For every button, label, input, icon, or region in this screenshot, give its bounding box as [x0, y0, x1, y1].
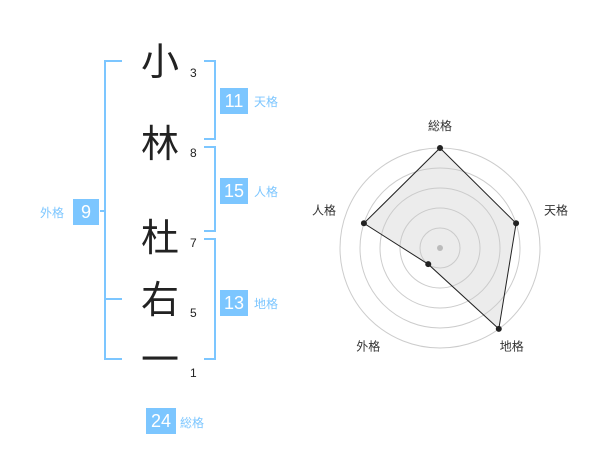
name-char-3: 杜 [140, 216, 179, 260]
tenkaku-bracket-top [204, 60, 216, 62]
name-char-1: 小 [140, 40, 179, 84]
jinkaku-label: 人格 [254, 185, 279, 199]
radar-label-1: 天格 [544, 202, 568, 217]
gaikaku-badge: 9 [73, 199, 99, 225]
radar-points [360, 145, 520, 332]
name-char-5: 一 [140, 338, 179, 382]
jinkaku-badge: 15 [220, 178, 248, 204]
stroke-count-2: 8 [190, 146, 197, 160]
radar-label-2: 地格 [500, 339, 524, 354]
gaikaku-bracket-vertical [104, 60, 106, 360]
soukaku-badge: 24 [146, 408, 176, 434]
radar-label-4: 人格 [312, 202, 336, 217]
chikaku-bracket-top [204, 238, 216, 240]
radar-point-0 [437, 145, 443, 151]
chikaku-bracket-vertical [214, 238, 216, 360]
soukaku-label: 総格 [180, 416, 205, 430]
stroke-count-5: 1 [190, 366, 197, 380]
tenkaku-label: 天格 [254, 95, 279, 109]
radar-point-2 [495, 325, 502, 332]
stroke-count-3: 7 [190, 236, 197, 250]
radar-point-4 [360, 220, 367, 227]
radar-center-dot [437, 245, 443, 251]
gaikaku-bracket-mid [104, 298, 122, 300]
tenkaku-bracket-bottom [204, 138, 216, 140]
radar-ring-2 [399, 207, 481, 289]
radar-point-1 [513, 220, 520, 227]
radar-ring-1 [419, 227, 461, 269]
gaikaku-label: 外格 [40, 206, 65, 220]
chikaku-badge: 13 [220, 290, 248, 316]
radar-ring-4 [359, 167, 521, 329]
tenkaku-bracket-vertical [214, 60, 216, 140]
radar-point-3 [425, 261, 432, 268]
name-char-2: 林 [140, 122, 179, 166]
stroke-count-4: 5 [190, 306, 197, 320]
name-char-4: 右 [140, 278, 179, 322]
radar-label-3: 外格 [356, 339, 380, 354]
stroke-count-1: 3 [190, 66, 197, 80]
radar-ring-3 [379, 187, 501, 309]
jinkaku-bracket-top [204, 146, 216, 148]
chikaku-label: 地格 [254, 297, 279, 311]
gaikaku-bracket-bottom [104, 358, 122, 360]
radar-label-0: 総格 [428, 118, 452, 133]
jinkaku-bracket-bottom [204, 230, 216, 232]
gaikaku-bracket-tick [100, 210, 105, 212]
gaikaku-bracket-top [104, 60, 122, 62]
tenkaku-badge: 11 [220, 88, 248, 114]
chikaku-bracket-bottom [204, 358, 216, 360]
jinkaku-bracket-vertical [214, 146, 216, 232]
radar-data-polygon [363, 147, 517, 330]
